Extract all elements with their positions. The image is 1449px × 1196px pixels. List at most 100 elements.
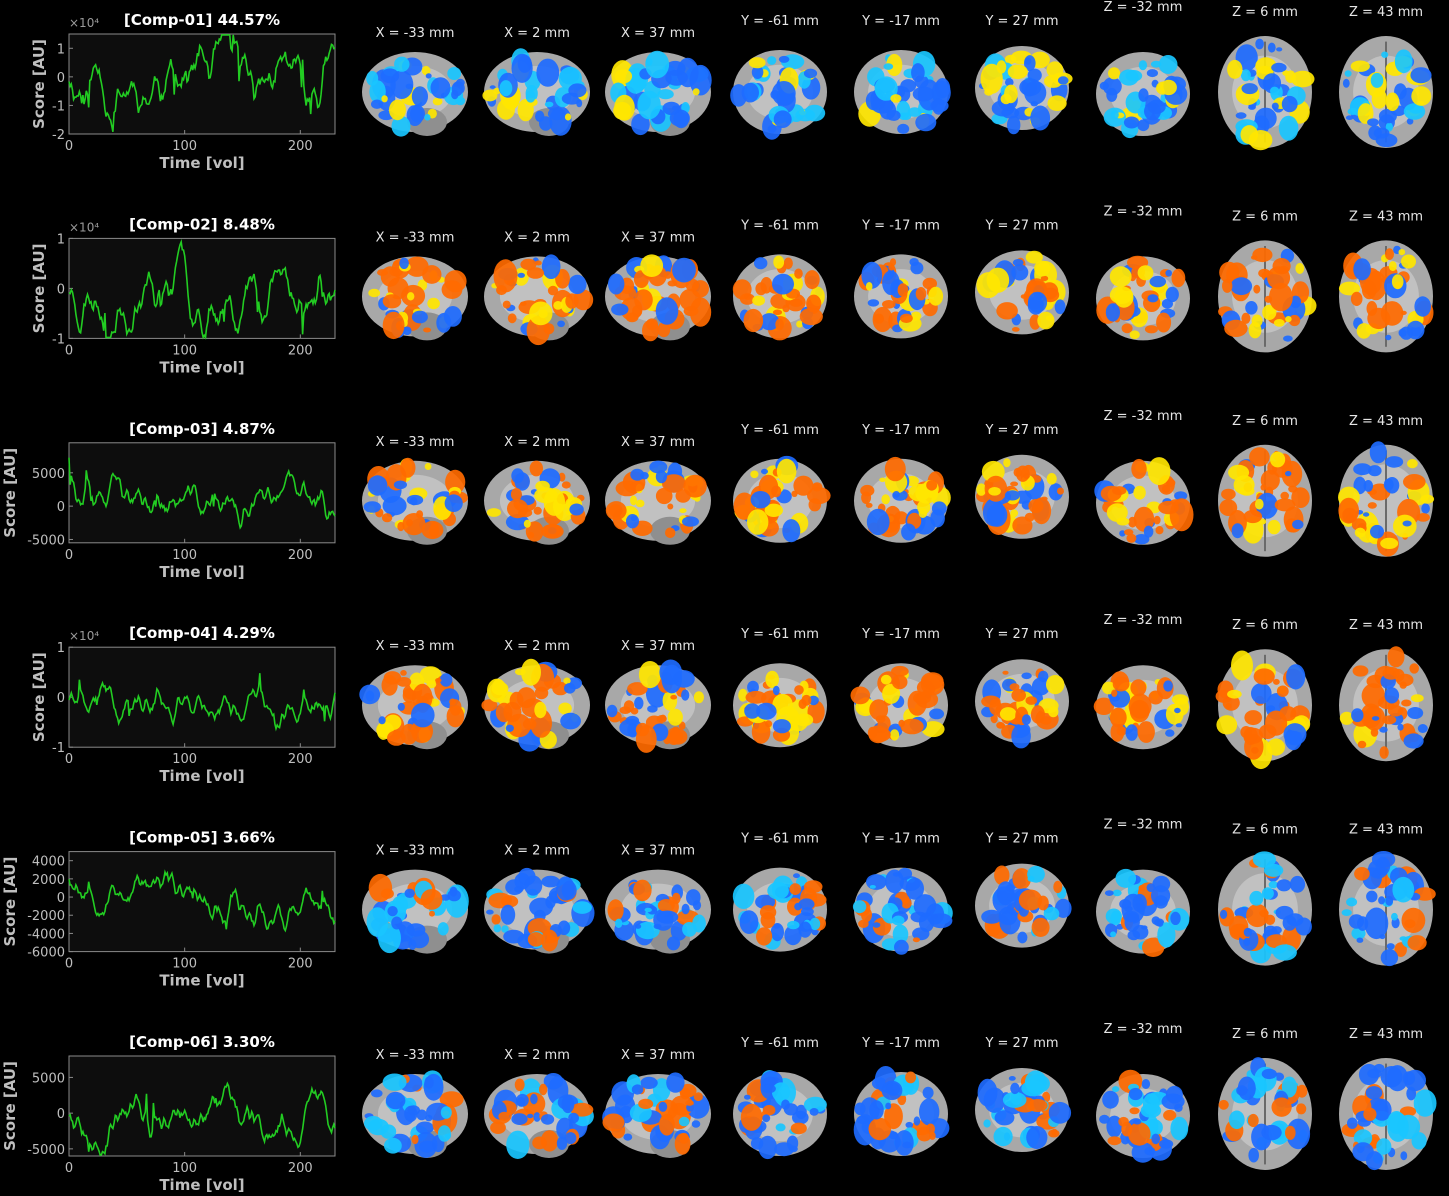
activation-blob <box>623 1133 633 1141</box>
activation-blob <box>486 508 501 517</box>
activation-blob <box>1370 72 1384 88</box>
activation-blob <box>1407 459 1418 469</box>
activation-blob <box>1110 931 1117 938</box>
activation-blob <box>744 1094 751 1100</box>
activation-blob <box>1027 291 1048 313</box>
activation-blob <box>765 670 779 689</box>
activation-blob <box>1366 890 1378 903</box>
activation-blob <box>561 1095 575 1114</box>
activation-blob <box>770 923 785 942</box>
activation-blob <box>692 900 702 911</box>
activation-blob <box>1261 887 1274 900</box>
activation-blob <box>665 527 676 539</box>
activation-blob <box>634 696 644 710</box>
activation-blob <box>764 503 783 517</box>
activation-blob <box>488 892 512 909</box>
activation-blob <box>868 1117 892 1141</box>
activation-blob <box>1099 1114 1110 1124</box>
activation-blob <box>655 470 668 484</box>
activation-blob <box>521 658 541 686</box>
activation-blob <box>986 267 1010 293</box>
activation-blob <box>547 285 559 296</box>
activation-blob <box>1020 294 1028 299</box>
activation-blob <box>1290 295 1302 309</box>
sagittal-slice-label: X = -33 mm <box>376 230 455 245</box>
activation-blob <box>380 1124 397 1139</box>
activation-blob <box>860 484 875 497</box>
activation-blob <box>1127 930 1141 941</box>
activation-blob <box>367 475 388 496</box>
activation-blob <box>869 1100 884 1120</box>
activation-blob <box>658 1101 668 1112</box>
activation-blob <box>912 86 935 102</box>
activation-blob <box>1394 942 1407 957</box>
activation-blob <box>1267 519 1281 535</box>
activation-blob <box>1165 729 1175 737</box>
activation-blob <box>1365 1086 1383 1100</box>
activation-blob <box>1174 491 1188 501</box>
activation-blob <box>1137 265 1154 281</box>
activation-blob <box>1158 55 1178 74</box>
activation-blob <box>1398 249 1406 256</box>
activation-blob <box>1252 247 1273 263</box>
x-tick-label: 0 <box>65 752 73 767</box>
activation-blob <box>1231 523 1244 539</box>
activation-blob <box>1380 1066 1403 1088</box>
activation-blob <box>1146 69 1158 78</box>
activation-blob <box>913 1116 921 1126</box>
activation-blob <box>1031 917 1050 938</box>
activation-blob <box>1406 118 1414 125</box>
activation-blob <box>1141 925 1148 930</box>
activation-blob <box>1280 491 1289 500</box>
activation-blob <box>510 488 522 501</box>
axial-slice-label: Z = 6 mm <box>1232 5 1298 20</box>
activation-blob <box>526 267 545 279</box>
activation-blob <box>564 1132 577 1145</box>
activation-blob <box>745 690 767 704</box>
activation-blob <box>1413 1089 1437 1117</box>
activation-blob <box>885 1082 900 1096</box>
activation-blob <box>1157 922 1176 948</box>
activation-blob <box>511 53 533 83</box>
activation-blob <box>1010 509 1019 518</box>
activation-blob <box>380 888 394 899</box>
activation-blob <box>1342 78 1350 88</box>
activation-blob <box>776 458 797 484</box>
activation-blob <box>1024 80 1047 105</box>
activation-blob <box>447 67 462 80</box>
activation-blob <box>1002 1091 1027 1108</box>
activation-blob <box>564 683 576 694</box>
activation-blob <box>880 674 892 685</box>
activation-blob <box>1273 678 1280 685</box>
score-trace-line <box>68 238 336 340</box>
x-tick-label: 100 <box>172 752 197 767</box>
sagittal-slice-label: X = -33 mm <box>376 639 455 654</box>
activation-blob <box>1148 690 1163 705</box>
sagittal-slice-label: X = -33 mm <box>376 26 455 41</box>
activation-blob <box>798 921 812 938</box>
activation-blob <box>1410 694 1424 703</box>
activation-blob <box>1291 487 1310 508</box>
activation-blob <box>503 701 522 723</box>
y-tick-label: 0 <box>57 891 65 906</box>
sagittal-slice-label: X = 37 mm <box>621 435 695 450</box>
activation-blob <box>886 110 901 121</box>
activation-blob <box>541 1114 555 1125</box>
y-axis-label: Score [AU] <box>30 39 48 129</box>
activation-blob <box>1274 498 1296 512</box>
activation-blob <box>1352 665 1369 677</box>
activation-blob <box>882 300 896 309</box>
activation-blob <box>368 288 381 298</box>
activation-blob <box>1160 79 1177 96</box>
activation-blob <box>1171 268 1186 288</box>
activation-blob <box>1292 519 1304 530</box>
activation-blob <box>493 924 502 933</box>
activation-blob <box>491 914 501 925</box>
activation-blob <box>1364 907 1389 940</box>
plot-frame <box>68 1055 336 1157</box>
activation-blob <box>425 1114 433 1122</box>
sagittal-slice-label: X = 37 mm <box>621 844 695 859</box>
activation-blob <box>635 499 645 508</box>
activation-blob <box>1131 458 1147 479</box>
